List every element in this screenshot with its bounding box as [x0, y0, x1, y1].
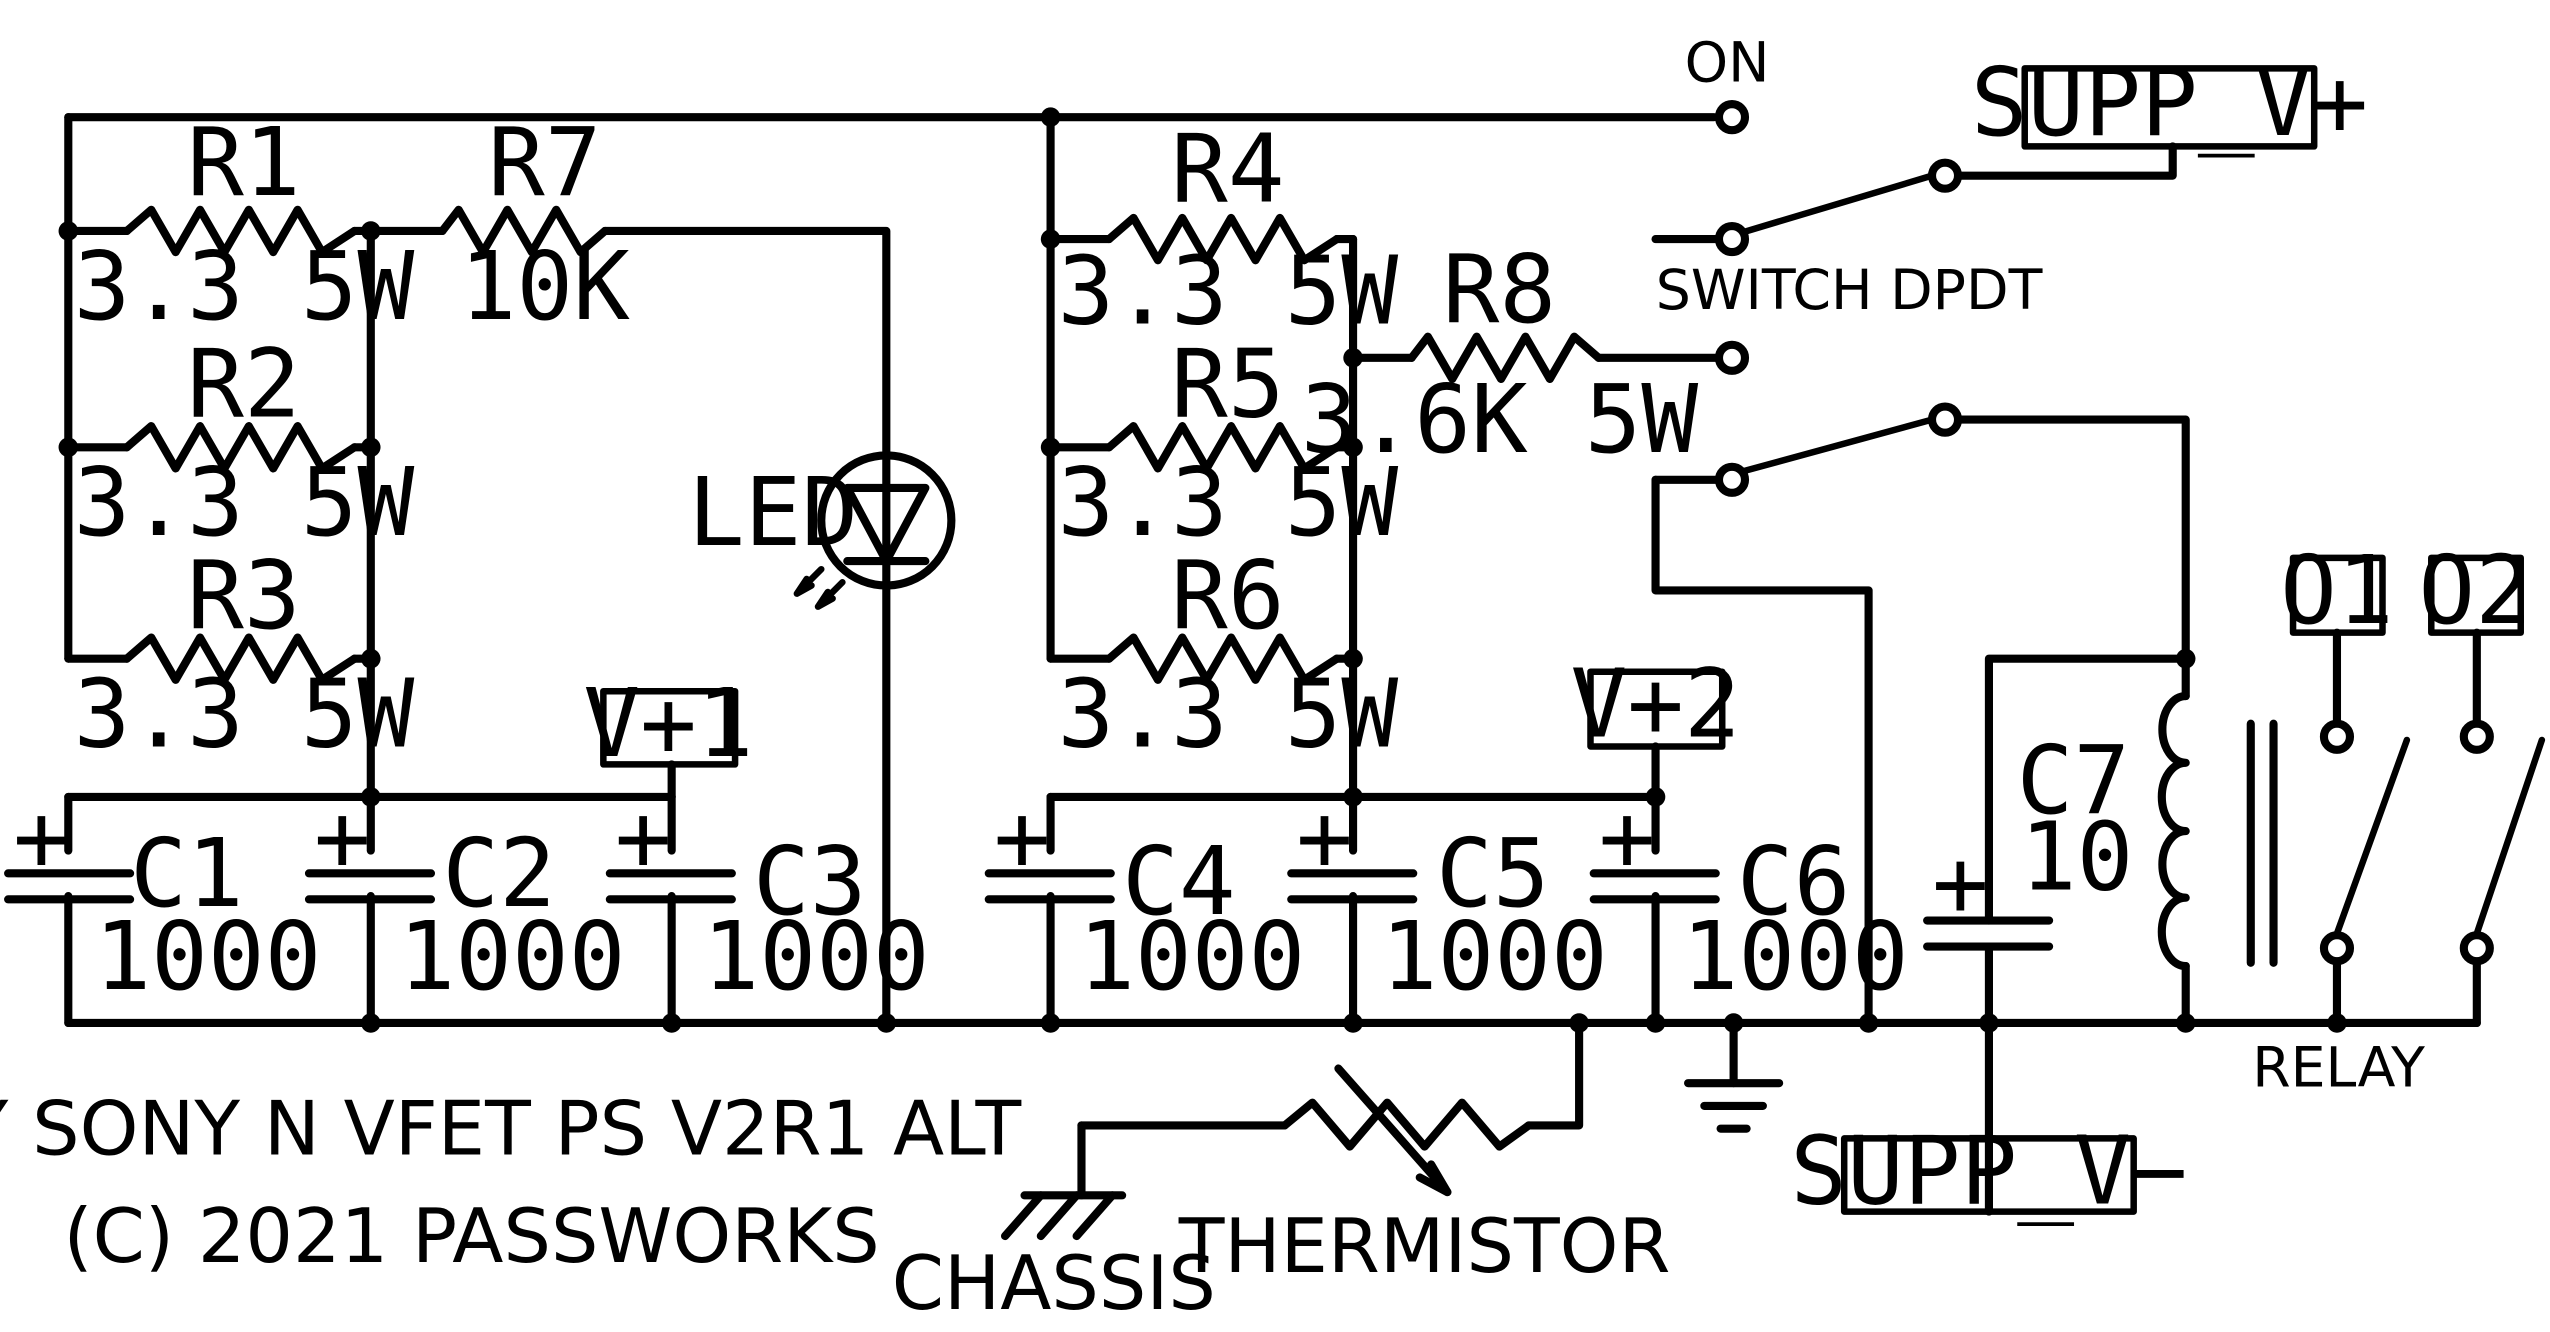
c6-polarity: +	[1599, 783, 1656, 893]
led-label: LED	[688, 458, 858, 568]
c4-polarity: +	[994, 783, 1051, 893]
r3-ref: R3	[187, 541, 301, 651]
v2-label: V+2	[1570, 650, 1740, 760]
o2-label: O2	[2418, 536, 2532, 646]
c2-ref: C2	[442, 819, 556, 929]
r7-ref: R7	[488, 108, 602, 218]
capacitor-c4: + C4 1000	[984, 783, 1305, 1012]
capacitor-c7: + C7 10	[1923, 726, 2134, 951]
resistor-r3: R3 3.3 5W	[74, 541, 415, 770]
c5-value: 1000	[1381, 902, 1608, 1012]
net-label-v2: V+2	[1570, 650, 1740, 760]
c4-ref: C4	[1122, 827, 1236, 937]
c7-ref: C7	[2017, 726, 2131, 836]
resistor-r5: R5 3.3 5W	[1057, 329, 1398, 558]
net-label-supp-vm: SUPP_V−	[1790, 1116, 2187, 1226]
junction-dots	[58, 107, 2347, 1033]
title-line-2: (C) 2021 PASSWORKS	[63, 1193, 879, 1280]
supp-vm-label: SUPP_V−	[1790, 1116, 2187, 1226]
r5-ref: R5	[1171, 329, 1285, 439]
net-label-v1: V+1	[583, 669, 753, 779]
c2-polarity: +	[314, 783, 371, 893]
c1-ref: C1	[130, 819, 244, 929]
c1-polarity: +	[13, 783, 70, 893]
relay: RELAY	[2157, 692, 2425, 1100]
resistor-r7: R7 10K	[438, 108, 631, 342]
chassis-ground: CHASSIS	[892, 1191, 1216, 1327]
r2-value: 3.3 5W	[74, 448, 415, 558]
switch-on-label: ON	[1685, 31, 1770, 95]
r1-value: 3.3 5W	[74, 232, 415, 342]
capacitor-c1: + C1 1000	[4, 783, 321, 1012]
supp-vp-label: SUPP_V+	[1971, 48, 2368, 158]
title-block: DIY SONY N VFET PS V2R1 ALT (C) 2021 PAS…	[0, 1086, 1022, 1280]
thermistor: THERMISTOR	[1178, 1064, 1671, 1290]
switch-dpdt: ON SWITCH DPDT	[1656, 31, 2043, 323]
c5-ref: C5	[1436, 819, 1550, 929]
v1-label: V+1	[583, 669, 753, 779]
capacitor-c3: + C3 1000	[605, 783, 930, 1012]
capacitor-c6: + C6 1000	[1589, 783, 1909, 1012]
r7-value: 10K	[460, 232, 631, 342]
resistor-r4: R4 3.3 5W	[1057, 115, 1398, 347]
net-label-o2: O2	[2418, 536, 2532, 646]
c6-value: 1000	[1682, 902, 1909, 1012]
c5-polarity: +	[1296, 783, 1353, 893]
r6-ref: R6	[1171, 541, 1285, 651]
c4-value: 1000	[1078, 902, 1305, 1012]
r5-value: 3.3 5W	[1057, 448, 1398, 558]
resistor-r2: R2 3.3 5W	[74, 329, 415, 558]
title-line-1: DIY SONY N VFET PS V2R1 ALT	[0, 1086, 1022, 1173]
r8-value: 3.6K 5W	[1301, 365, 1699, 475]
c1-value: 1000	[94, 902, 321, 1012]
r4-ref: R4	[1171, 115, 1285, 225]
terminals	[1714, 100, 2494, 966]
c6-ref: C6	[1737, 827, 1851, 937]
net-label-supp-vp: SUPP_V+	[1971, 48, 2368, 158]
resistor-r8: R8 3.6K 5W	[1301, 235, 1699, 475]
chassis-label: CHASSIS	[892, 1240, 1216, 1327]
net-label-o1: O1	[2280, 536, 2394, 646]
r6-value: 3.3 5W	[1057, 660, 1398, 770]
o1-label: O1	[2280, 536, 2394, 646]
r2-ref: R2	[187, 329, 301, 439]
c3-ref: C3	[753, 827, 867, 937]
ground-symbol	[1684, 1079, 1784, 1133]
thermistor-label: THERMISTOR	[1178, 1203, 1671, 1290]
capacitor-c5: + C5 1000	[1287, 783, 1608, 1012]
c7-polarity: +	[1932, 829, 1989, 939]
c2-value: 1000	[398, 902, 625, 1012]
r1-ref: R1	[187, 108, 301, 218]
r4-value: 3.3 5W	[1057, 237, 1398, 347]
switch-label: SWITCH DPDT	[1656, 259, 2043, 323]
c7-value: 10	[2020, 803, 2134, 913]
resistor-r1: R1 3.3 5W	[74, 108, 415, 342]
capacitor-c2: + C2 1000	[304, 783, 626, 1012]
resistor-r6: R6 3.3 5W	[1057, 541, 1398, 770]
c3-value: 1000	[703, 902, 930, 1012]
relay-label: RELAY	[2252, 1036, 2425, 1100]
led: LED	[688, 451, 956, 610]
r3-value: 3.3 5W	[74, 660, 415, 770]
c3-polarity: +	[615, 783, 672, 893]
r8-ref: R8	[1443, 235, 1557, 345]
